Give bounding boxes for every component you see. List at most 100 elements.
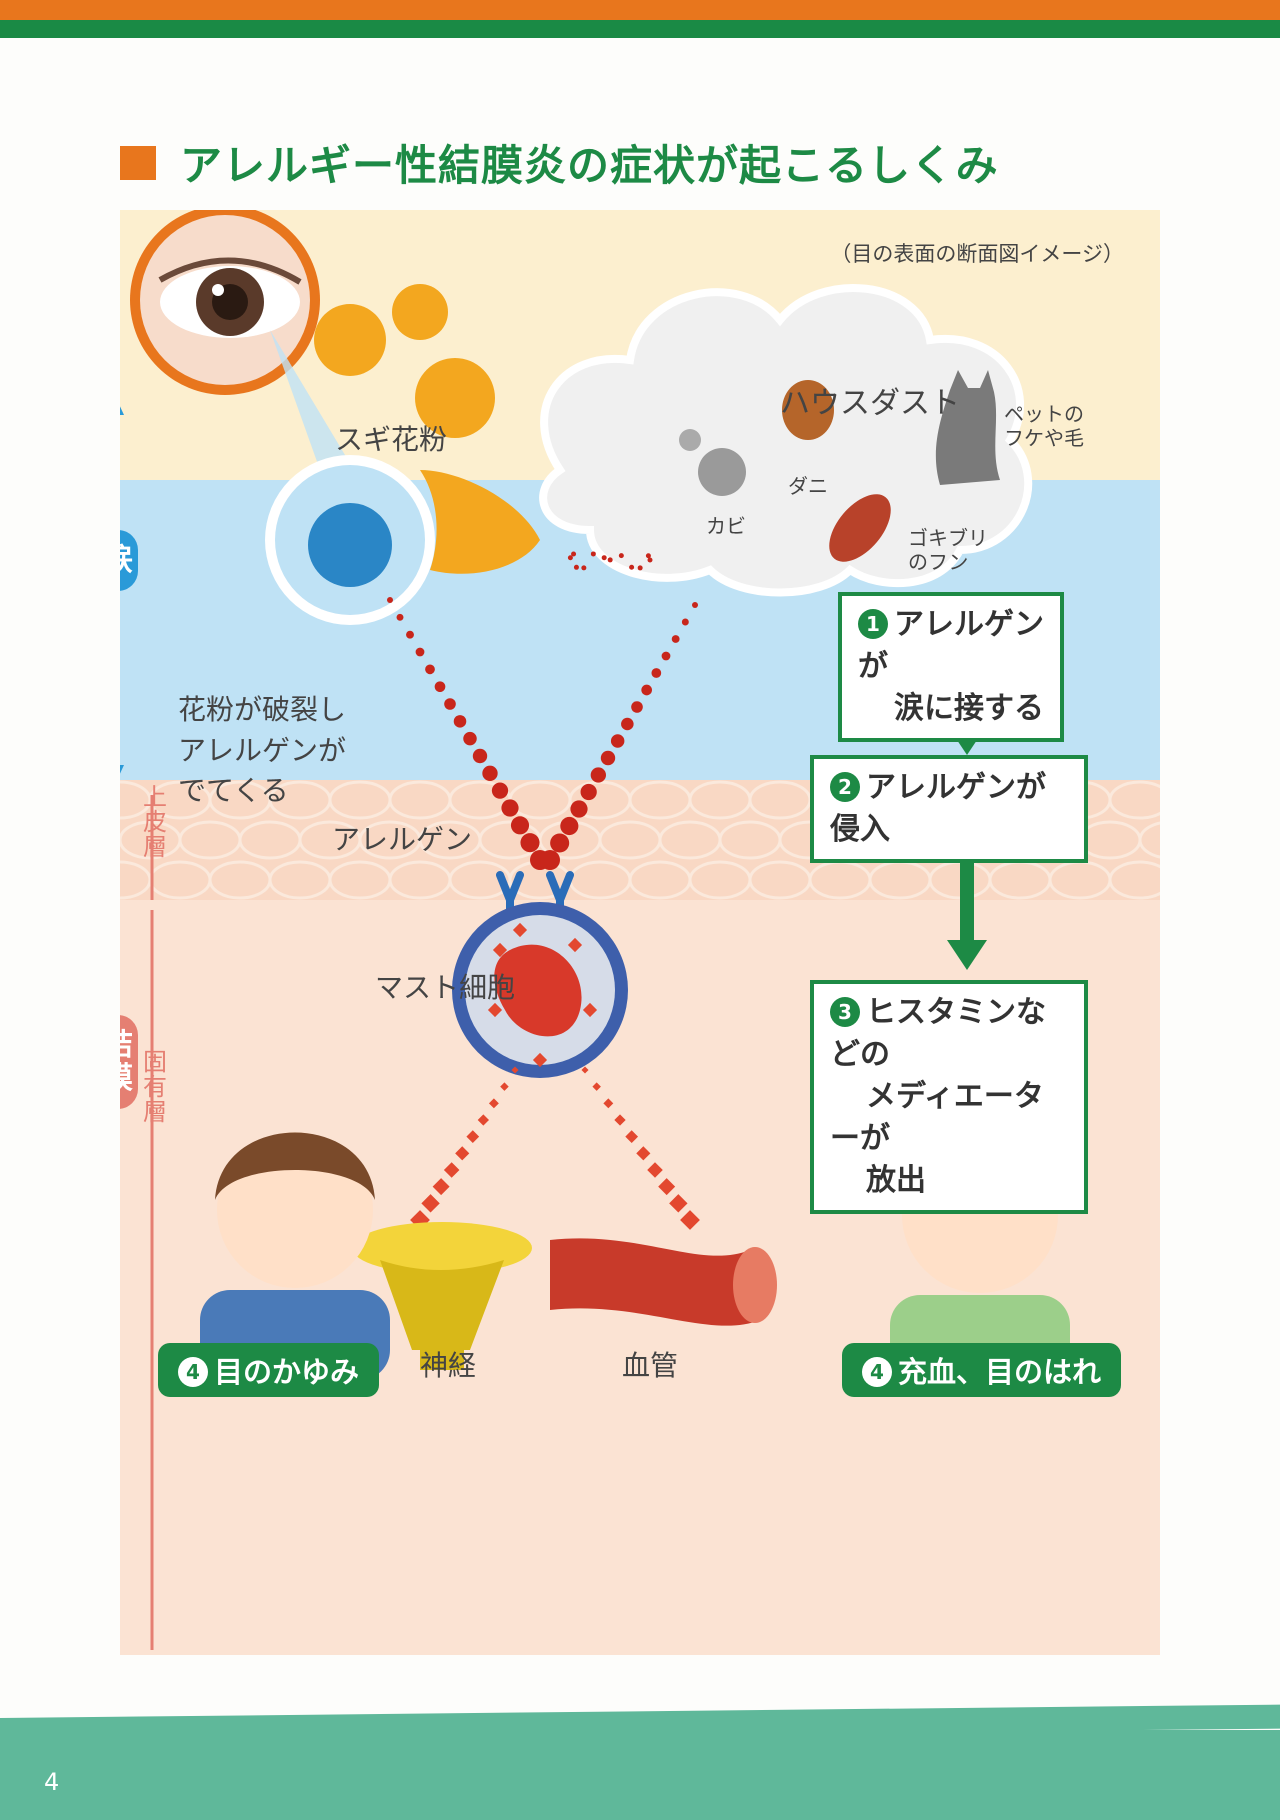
mediator-particle <box>512 922 528 938</box>
step-2-line1: アレルゲンが侵入 <box>830 770 1046 847</box>
cockroach-label-line1: ゴキブリ <box>908 526 988 550</box>
allergen-dot <box>453 715 467 728</box>
page-number: 4 <box>44 1768 60 1796</box>
page-title: アレルギー性結膜炎の症状が起こるしくみ <box>180 141 999 190</box>
diagram: （目の表面の断面図イメージ） スギ花粉 ハウスダスト カビ ダニ ペットのフケや… <box>120 210 1160 1655</box>
pollen-burst-line3: でてくる <box>178 774 289 808</box>
allergen-dot <box>510 816 530 835</box>
pollen-burst-label: 花粉が破裂しアレルゲンがでてくる <box>178 690 346 812</box>
symptom-redness-number: 4 <box>862 1357 892 1387</box>
allergen-dot <box>396 613 404 621</box>
step-3-line1: ヒスタミンなどの <box>830 995 1046 1072</box>
allergen-dot <box>607 557 613 563</box>
allergen-dot <box>425 664 435 675</box>
allergen-dot <box>618 553 624 559</box>
pet-label-line2: フケや毛 <box>1004 426 1084 450</box>
allergen-dot <box>491 782 509 799</box>
step-1-number: 1 <box>858 609 888 639</box>
epithelium-cell <box>1108 860 1160 900</box>
cockroach-icon <box>829 494 891 562</box>
allergen-dot <box>637 565 643 571</box>
vessel-label: 血管 <box>622 1349 679 1382</box>
allergen-dot <box>590 767 606 783</box>
allergen-dot <box>472 748 488 764</box>
allergen-dot <box>567 555 573 561</box>
allergen-dot <box>434 681 446 692</box>
epithelium-layer-label: 上皮層 <box>143 783 167 862</box>
allergen-dot <box>641 684 653 696</box>
lamina-layer-label: 固有層 <box>143 1048 167 1127</box>
allergen-dot <box>581 565 587 571</box>
step-2-number: 2 <box>830 772 860 802</box>
allergen-dot <box>600 750 616 766</box>
allergen-dot <box>444 698 456 710</box>
step-3-number: 3 <box>830 997 860 1027</box>
top-green-band <box>0 20 1280 38</box>
mediator-particle <box>492 942 508 958</box>
cockroach-label: ゴキブリのフン <box>908 526 988 574</box>
allergen-dot <box>570 800 588 818</box>
mediator-particle <box>532 1052 548 1068</box>
mediator-particle <box>647 1162 663 1178</box>
mediator-particle <box>477 1114 489 1126</box>
allergen-label: アレルゲン <box>332 823 473 856</box>
symptom-itch-label: 目のかゆみ <box>214 1355 360 1389</box>
allergen-dot <box>631 701 643 713</box>
nerve-icon <box>352 1222 532 1370</box>
pollen-burst-line2: アレルゲンが <box>178 733 347 767</box>
allergen-dot <box>463 731 477 746</box>
mite-label: ダニ <box>788 474 828 498</box>
mediator-particle <box>636 1146 651 1161</box>
allergen-dot <box>415 647 425 657</box>
step-1-line2: 涙に接する <box>894 691 1044 726</box>
mold-label: カビ <box>706 514 746 538</box>
allergen-dot <box>671 635 680 643</box>
mediator-particle <box>487 1002 503 1018</box>
allergen-dot <box>647 557 653 563</box>
mold-icon <box>679 429 746 496</box>
allergen-dot <box>387 597 393 603</box>
sugi-pollen-label: スギ花粉 <box>335 423 448 456</box>
mediator-particle <box>614 1114 626 1126</box>
housedust-title: ハウスダスト <box>780 386 960 421</box>
top-orange-band <box>0 0 1280 20</box>
allergen-dot <box>482 765 498 781</box>
cat-icon <box>935 370 1000 485</box>
diagram-caption: （目の表面の断面図イメージ） <box>830 242 1124 266</box>
allergen-dot <box>520 833 540 853</box>
mediator-particle <box>680 1210 700 1230</box>
mediator-particle <box>466 1130 480 1144</box>
allergen-dot <box>610 734 625 748</box>
allergen-dot <box>601 555 607 561</box>
mediator-particle <box>443 1162 460 1178</box>
pet-label: ペットのフケや毛 <box>1004 402 1084 450</box>
allergen-dot <box>560 816 579 836</box>
allergen-dot <box>550 833 570 853</box>
allergen-dot <box>406 630 414 639</box>
allergen-dot <box>540 850 560 870</box>
mite-icon <box>782 380 834 440</box>
cockroach-label-line2: のフン <box>908 550 969 574</box>
step-1-line1: アレルゲンが <box>858 607 1044 684</box>
pollen-grains-icon <box>314 284 495 438</box>
mediator-particle <box>582 1002 598 1018</box>
allergen-dot <box>645 553 651 559</box>
allergen-dot <box>573 564 579 570</box>
blood-vessel-icon <box>550 1238 777 1326</box>
pollen-burst-line1: 花粉が破裂し <box>178 693 347 726</box>
nerve-label: 神経 <box>420 1349 477 1382</box>
allergen-dot <box>501 799 519 817</box>
housedust-cloud-icon <box>539 283 1033 597</box>
conjunctiva-layer-label: 結膜 <box>120 1015 138 1109</box>
mast-cell-icon <box>452 902 628 1078</box>
pollen-burst-icon <box>265 455 540 625</box>
title-square-icon <box>120 146 156 180</box>
epithelium-cell <box>1108 780 1160 820</box>
allergen-dot <box>580 783 597 801</box>
step-3-line2: メディエーターが <box>830 1079 1044 1156</box>
allergen-dot <box>681 618 689 626</box>
eye-icon <box>130 210 360 480</box>
